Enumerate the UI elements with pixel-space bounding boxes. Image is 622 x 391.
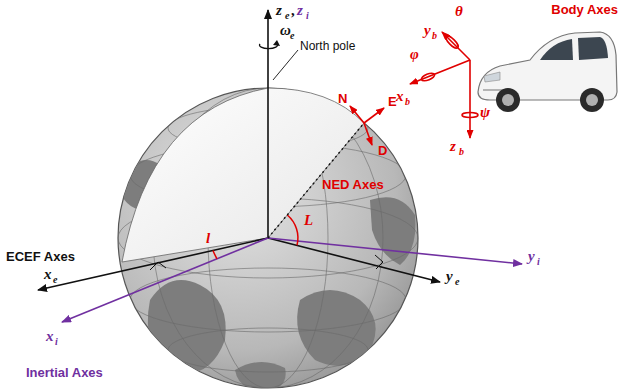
frame-title: Inertial Axes	[26, 366, 103, 380]
frame-title: Body Axes	[551, 3, 618, 17]
frame-title: NED Axes	[322, 178, 384, 192]
latitude-arc	[287, 215, 298, 245]
rate-symbol: ω	[280, 22, 291, 39]
axis-letter: x	[46, 328, 54, 345]
axis-subscript: b	[405, 96, 410, 107]
cutaway-wedge	[122, 88, 364, 262]
axis-letter: y	[424, 22, 431, 39]
axis-letter: z	[450, 138, 456, 155]
axis-subscript: e	[455, 276, 459, 287]
axis-subscript: e	[53, 274, 57, 285]
angle-symbol: l	[206, 230, 210, 247]
axis-letter: y	[446, 268, 453, 285]
axis-letter: z	[276, 2, 282, 19]
axis-letter: z	[297, 2, 303, 19]
axis-subscript: i	[55, 336, 58, 347]
axis-letter: y	[528, 248, 535, 265]
frame-title: ECEF Axes	[6, 250, 75, 264]
angle-symbol: ψ	[480, 104, 490, 121]
axis-subscript: b	[459, 146, 464, 157]
axis-subscript: b	[432, 30, 437, 41]
angle-symbol: φ	[410, 46, 419, 63]
axis-subscript: e	[285, 10, 289, 21]
leader-line	[273, 50, 298, 80]
z-axis	[267, 10, 269, 238]
axis-letter: N	[338, 92, 347, 106]
callout-label: North pole	[300, 40, 355, 53]
longitude-arc	[213, 250, 217, 258]
axis-subscript: i	[537, 256, 540, 267]
ned-axes	[350, 106, 384, 145]
inertial-y-axis	[268, 238, 522, 264]
separator: ,	[291, 2, 295, 19]
axis-letter: x	[44, 266, 52, 283]
axis-letter: x	[396, 88, 404, 105]
axis-subscript: i	[306, 10, 309, 21]
rate-subscript: e	[290, 30, 294, 41]
angle-symbol: L	[304, 212, 313, 229]
car-illustration	[478, 32, 617, 112]
body-axes	[410, 32, 478, 138]
angle-symbol: θ	[455, 3, 463, 20]
inertial-x-axis	[62, 238, 268, 322]
ecef-y-axis	[268, 238, 440, 282]
axis-letter: D	[378, 144, 387, 158]
axis-letter: E	[388, 95, 397, 109]
